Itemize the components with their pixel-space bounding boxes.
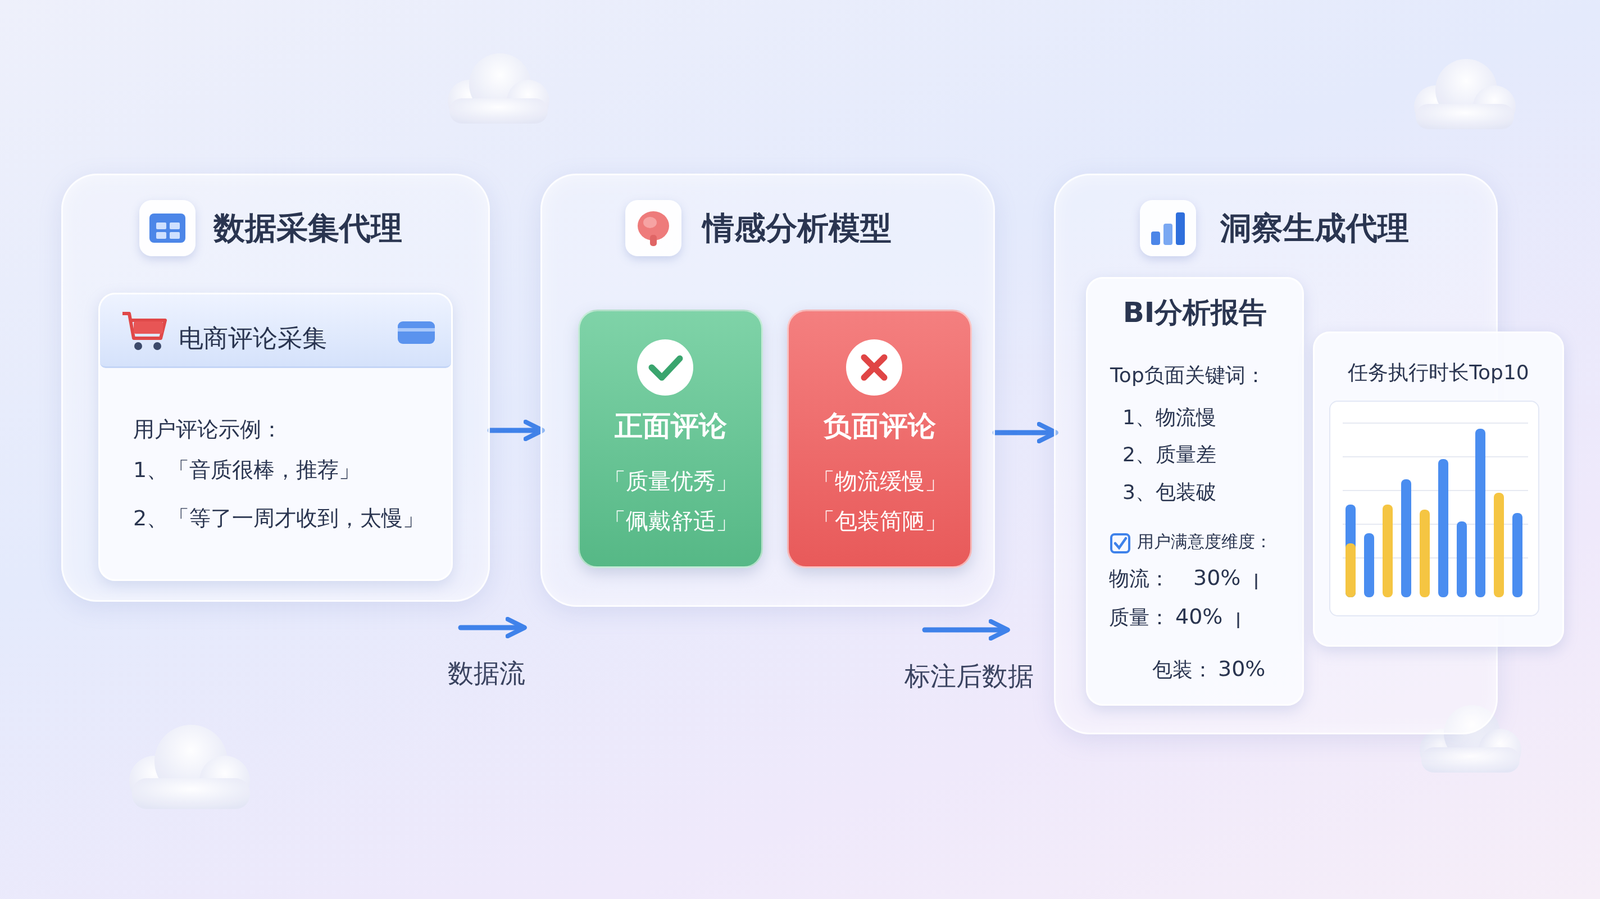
- node-text: 用户满意度维度：: [1137, 531, 1272, 552]
- node-title: 电商评论采集: [178, 323, 327, 354]
- agent-icon: [1139, 200, 1197, 257]
- model-panel: 情感分析模型正面评论「质量优秀」「佩戴舒适」负面评论「物流缓慢」「包装简陋」: [540, 173, 995, 607]
- node-title: 数据采集代理: [213, 208, 403, 247]
- node-text: 1、「音质很棒，推荐」: [133, 457, 361, 484]
- node-title: 正面评论: [579, 408, 762, 443]
- node-text: Top负面关键词：: [1110, 362, 1266, 388]
- icon-glyph: [1139, 200, 1197, 257]
- node-title: 情感分析模型: [702, 208, 892, 247]
- agent-panel: 数据采集代理电商评论采集用户评论示例： 1、「音质很棒，推荐」 2、「等了一周才收到…: [61, 173, 490, 602]
- node-text: 2、质量差: [1122, 442, 1217, 467]
- icon-glyph: [625, 200, 682, 257]
- node-title: 负面评论: [788, 408, 971, 443]
- source-card: 电商评论采集用户评论示例： 1、「音质很棒，推荐」 2、「等了一周才收到，太慢」: [98, 292, 453, 581]
- cross-badge: [788, 311, 961, 407]
- node-text: 30%: [1217, 656, 1266, 683]
- node-title: 任务执行时长Top10: [1314, 360, 1563, 385]
- node-text: 1、物流慢: [1122, 405, 1217, 430]
- flow-connector: [994, 430, 1054, 436]
- flow-label: 数据流: [447, 657, 526, 689]
- check-badge: [579, 311, 752, 407]
- icon-glyph: [139, 200, 196, 257]
- node-text: 「物流缓慢」: [788, 467, 971, 495]
- node-text: 物流：: [1108, 566, 1170, 591]
- node-title: BI分析报告: [1087, 295, 1303, 330]
- insight-panel: 洞察生成代理 BI分析报告 Top负面关键词： 1、物流慢 2、质量差 3、包装破用户满意…: [1053, 173, 1498, 735]
- node-text: 40%: [1175, 603, 1223, 630]
- node-text: 包装：: [1152, 657, 1213, 682]
- agent-icon: [139, 200, 196, 257]
- node-text: 3、包装破: [1122, 479, 1217, 504]
- positive-card: 正面评论「质量优秀」「佩戴舒适」: [578, 309, 763, 568]
- flow-arrow: [460, 627, 1006, 630]
- agent-icon: [625, 200, 682, 257]
- report-card: BI分析报告 Top负面关键词： 1、物流慢 2、质量差 3、包装破用户满意度维度： 物流…: [1085, 276, 1304, 706]
- node-title: 洞察生成代理: [1220, 208, 1409, 247]
- node-text: 「佩戴舒适」: [579, 507, 762, 535]
- node-text: 「包装简陋」: [788, 507, 971, 535]
- negative-card: 负面评论「物流缓慢」「包装简陋」: [787, 309, 972, 568]
- flow-label: 标注后数据: [904, 660, 1034, 692]
- node-text: 30%: [1193, 565, 1241, 592]
- node-text: 质量：: [1108, 605, 1170, 630]
- chart-card: 任务执行时长Top10: [1312, 331, 1565, 647]
- flow-connector: [489, 428, 541, 434]
- node-text: 用户评论示例：: [133, 416, 283, 443]
- node-text: 2、「等了一周才收到，太慢」: [133, 505, 425, 532]
- node-text: 「质量优秀」: [579, 467, 762, 495]
